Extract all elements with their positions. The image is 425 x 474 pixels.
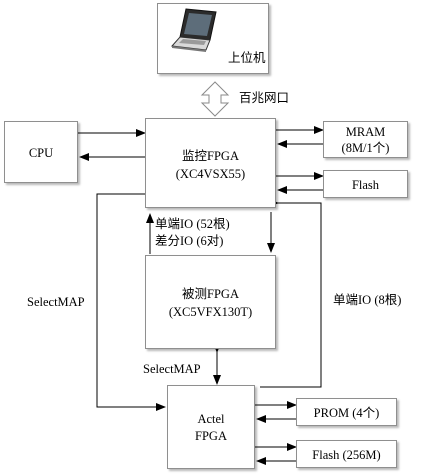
network-double-arrow	[200, 81, 230, 117]
single-io-8-path	[260, 199, 322, 388]
host-computer-box: 上位机	[157, 3, 269, 74]
actel-fpga-box: Actel FPGA	[167, 385, 255, 469]
monitor-fpga-name: 监控FPGA	[182, 149, 239, 163]
prom-label: PROM (4个)	[313, 406, 380, 420]
network-label: 百兆网口	[239, 91, 290, 105]
flash-bottom-box: Flash (256M)	[296, 440, 397, 468]
diff-io-6-label: 差分IO (6对)	[155, 234, 224, 248]
mram-name: MRAM	[345, 125, 386, 139]
mram-box: MRAM (8M/1个)	[323, 121, 408, 158]
prom-box: PROM (4个)	[296, 398, 397, 426]
dut-fpga-box: 被测FPGA (XC5VFX130T)	[145, 255, 276, 349]
selectmap-left-label: SelectMAP	[27, 295, 85, 309]
actel-fpga-line1: Actel	[197, 412, 225, 426]
dut-fpga-model: (XC5VFX130T)	[168, 305, 253, 319]
monitor-fpga-box: 监控FPGA (XC4VSX55)	[145, 118, 276, 208]
monitor-fpga-model: (XC4VSX55)	[175, 167, 246, 181]
mram-spec: (8M/1个)	[341, 141, 390, 155]
single-io-8-label: 单端IO (8根)	[333, 293, 402, 307]
flash-top-label: Flash	[351, 178, 380, 192]
selectmap-left-path	[96, 190, 166, 411]
single-io-52-label: 单端IO (52根)	[155, 217, 230, 231]
cpu-box: CPU	[4, 121, 78, 183]
flash-top-box: Flash	[323, 170, 408, 198]
actel-fpga-line2: FPGA	[195, 429, 227, 443]
selectmap-mid-label: SelectMAP	[143, 362, 201, 376]
laptop-icon	[170, 8, 217, 52]
dut-fpga-name: 被测FPGA	[182, 287, 239, 301]
cpu-label: CPU	[28, 146, 54, 160]
host-label: 上位机	[228, 51, 266, 65]
flash-bottom-label: Flash (256M)	[312, 448, 381, 462]
